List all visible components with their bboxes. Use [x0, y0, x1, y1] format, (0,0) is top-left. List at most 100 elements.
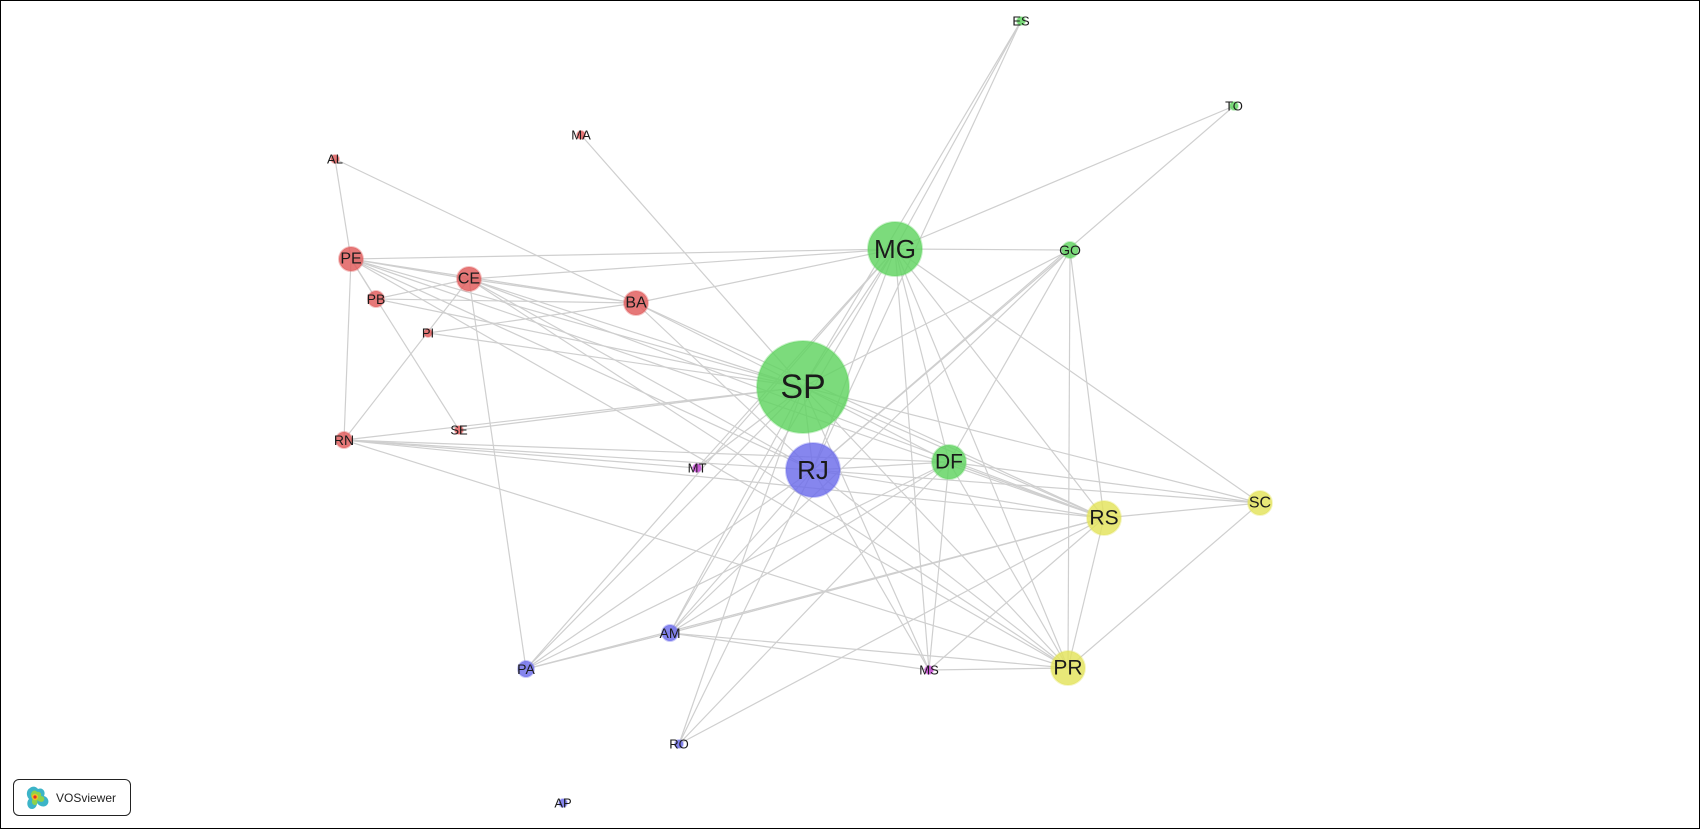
edge-rj-pr: [812, 469, 1069, 669]
edge-mg-pr: [894, 248, 1069, 669]
node-mg[interactable]: [867, 221, 923, 277]
labels-layer: SP MG RJ DF GO ES TO RS PR SC PE CE BA PB PI RN SE AL MA PA…: [327, 14, 1271, 811]
node-df[interactable]: [931, 444, 967, 480]
node-rj[interactable]: [785, 442, 841, 498]
edge-rj-pa: [525, 469, 814, 670]
edge-pe-se: [350, 258, 460, 431]
node-label-se[interactable]: SE: [450, 423, 468, 438]
node-pa[interactable]: [517, 660, 535, 678]
node-ap[interactable]: [558, 798, 568, 808]
vosviewer-logo[interactable]: VOSviewer: [13, 779, 131, 816]
vosviewer-logo-icon: [26, 786, 49, 809]
edge-rn-mt: [343, 439, 698, 469]
node-pe[interactable]: [338, 246, 364, 272]
node-label-es[interactable]: ES: [1012, 14, 1030, 29]
node-label-rn[interactable]: RN: [334, 432, 354, 448]
edge-sp-pe: [350, 258, 804, 388]
edge-rj-go: [812, 249, 1071, 471]
node-label-ro[interactable]: RO: [669, 737, 689, 752]
edge-mg-go: [894, 248, 1071, 251]
node-rn[interactable]: [335, 431, 353, 449]
edge-sp-am: [669, 386, 804, 634]
node-label-ba[interactable]: BA: [625, 295, 647, 312]
node-sp[interactable]: [756, 340, 850, 434]
node-ro[interactable]: [674, 739, 684, 749]
node-es[interactable]: [1016, 16, 1026, 26]
edge-mg-pa: [525, 248, 896, 670]
edge-pe-rn: [343, 258, 352, 441]
node-mt[interactable]: [692, 463, 702, 473]
node-ce[interactable]: [456, 266, 482, 292]
node-sc[interactable]: [1247, 490, 1273, 516]
node-label-go[interactable]: GO: [1059, 242, 1081, 258]
edge-pe-al: [334, 158, 352, 260]
edge-sp-es: [802, 20, 1022, 388]
edge-df-go: [948, 249, 1071, 463]
node-label-df[interactable]: DF: [935, 451, 963, 474]
edge-rj-ba: [635, 302, 814, 471]
node-go[interactable]: [1061, 241, 1079, 259]
edge-rs-ms: [928, 517, 1105, 671]
node-rs[interactable]: [1086, 500, 1122, 536]
node-ba[interactable]: [623, 290, 649, 316]
edge-pr-ms: [928, 667, 1069, 671]
node-label-pb[interactable]: PB: [367, 291, 386, 307]
node-label-ap[interactable]: AP: [554, 796, 571, 811]
edge-mg-rj: [812, 248, 896, 471]
node-to[interactable]: [1229, 101, 1239, 111]
node-pr[interactable]: [1050, 650, 1086, 686]
edge-rj-ro: [678, 469, 814, 745]
edge-sp-sc: [802, 386, 1261, 504]
node-label-pa[interactable]: PA: [517, 661, 535, 677]
edge-mg-ms: [894, 248, 930, 671]
edge-df-am: [669, 461, 950, 634]
edge-df-sc: [948, 461, 1261, 504]
node-label-pr[interactable]: PR: [1053, 657, 1082, 680]
node-label-sc[interactable]: SC: [1249, 495, 1271, 512]
node-label-pi[interactable]: PI: [422, 326, 434, 341]
edge-ce-ba: [468, 278, 637, 304]
node-label-rs[interactable]: RS: [1089, 507, 1118, 530]
edge-pr-sc: [1067, 502, 1261, 669]
edge-ba-pb: [375, 298, 637, 304]
edge-mg-df: [894, 248, 950, 463]
node-ma[interactable]: [576, 130, 586, 140]
edge-pa-rs: [525, 517, 1105, 670]
edges-layer: [334, 20, 1261, 745]
nodes-layer: [330, 16, 1273, 808]
edge-sp-ce: [468, 278, 804, 388]
node-label-to[interactable]: TO: [1225, 99, 1243, 114]
node-label-rj[interactable]: RJ: [797, 455, 829, 485]
node-label-ma[interactable]: MA: [571, 128, 591, 143]
node-label-pe[interactable]: PE: [340, 251, 361, 268]
node-pb[interactable]: [367, 290, 385, 308]
edge-rj-ms: [812, 469, 930, 671]
node-label-ms[interactable]: MS: [919, 663, 939, 678]
node-label-mt[interactable]: MT: [688, 461, 707, 476]
node-am[interactable]: [661, 624, 679, 642]
edge-pr-am: [669, 632, 1069, 669]
node-se[interactable]: [454, 425, 464, 435]
edge-rs-sc: [1103, 502, 1261, 519]
edge-go-am: [669, 249, 1071, 634]
node-label-mg[interactable]: MG: [874, 234, 916, 264]
edge-mg-to: [894, 105, 1235, 250]
node-pi[interactable]: [423, 328, 433, 338]
node-al[interactable]: [330, 154, 340, 164]
edge-pr-ce: [468, 278, 1069, 669]
node-label-sp[interactable]: SP: [780, 368, 825, 406]
edge-ce-rn: [343, 278, 470, 441]
node-label-ce[interactable]: CE: [458, 271, 480, 288]
edge-sp-pr: [802, 386, 1069, 669]
edge-sp-ma: [580, 134, 804, 388]
node-label-am[interactable]: AM: [660, 625, 681, 641]
edge-ce-pa: [468, 278, 527, 670]
node-ms[interactable]: [924, 665, 934, 675]
edge-rj-rs: [812, 469, 1105, 519]
node-label-al[interactable]: AL: [327, 152, 343, 167]
vosviewer-logo-text: VOSviewer: [56, 790, 117, 805]
edge-df-ms: [928, 461, 950, 671]
edge-am-ms: [669, 632, 930, 671]
